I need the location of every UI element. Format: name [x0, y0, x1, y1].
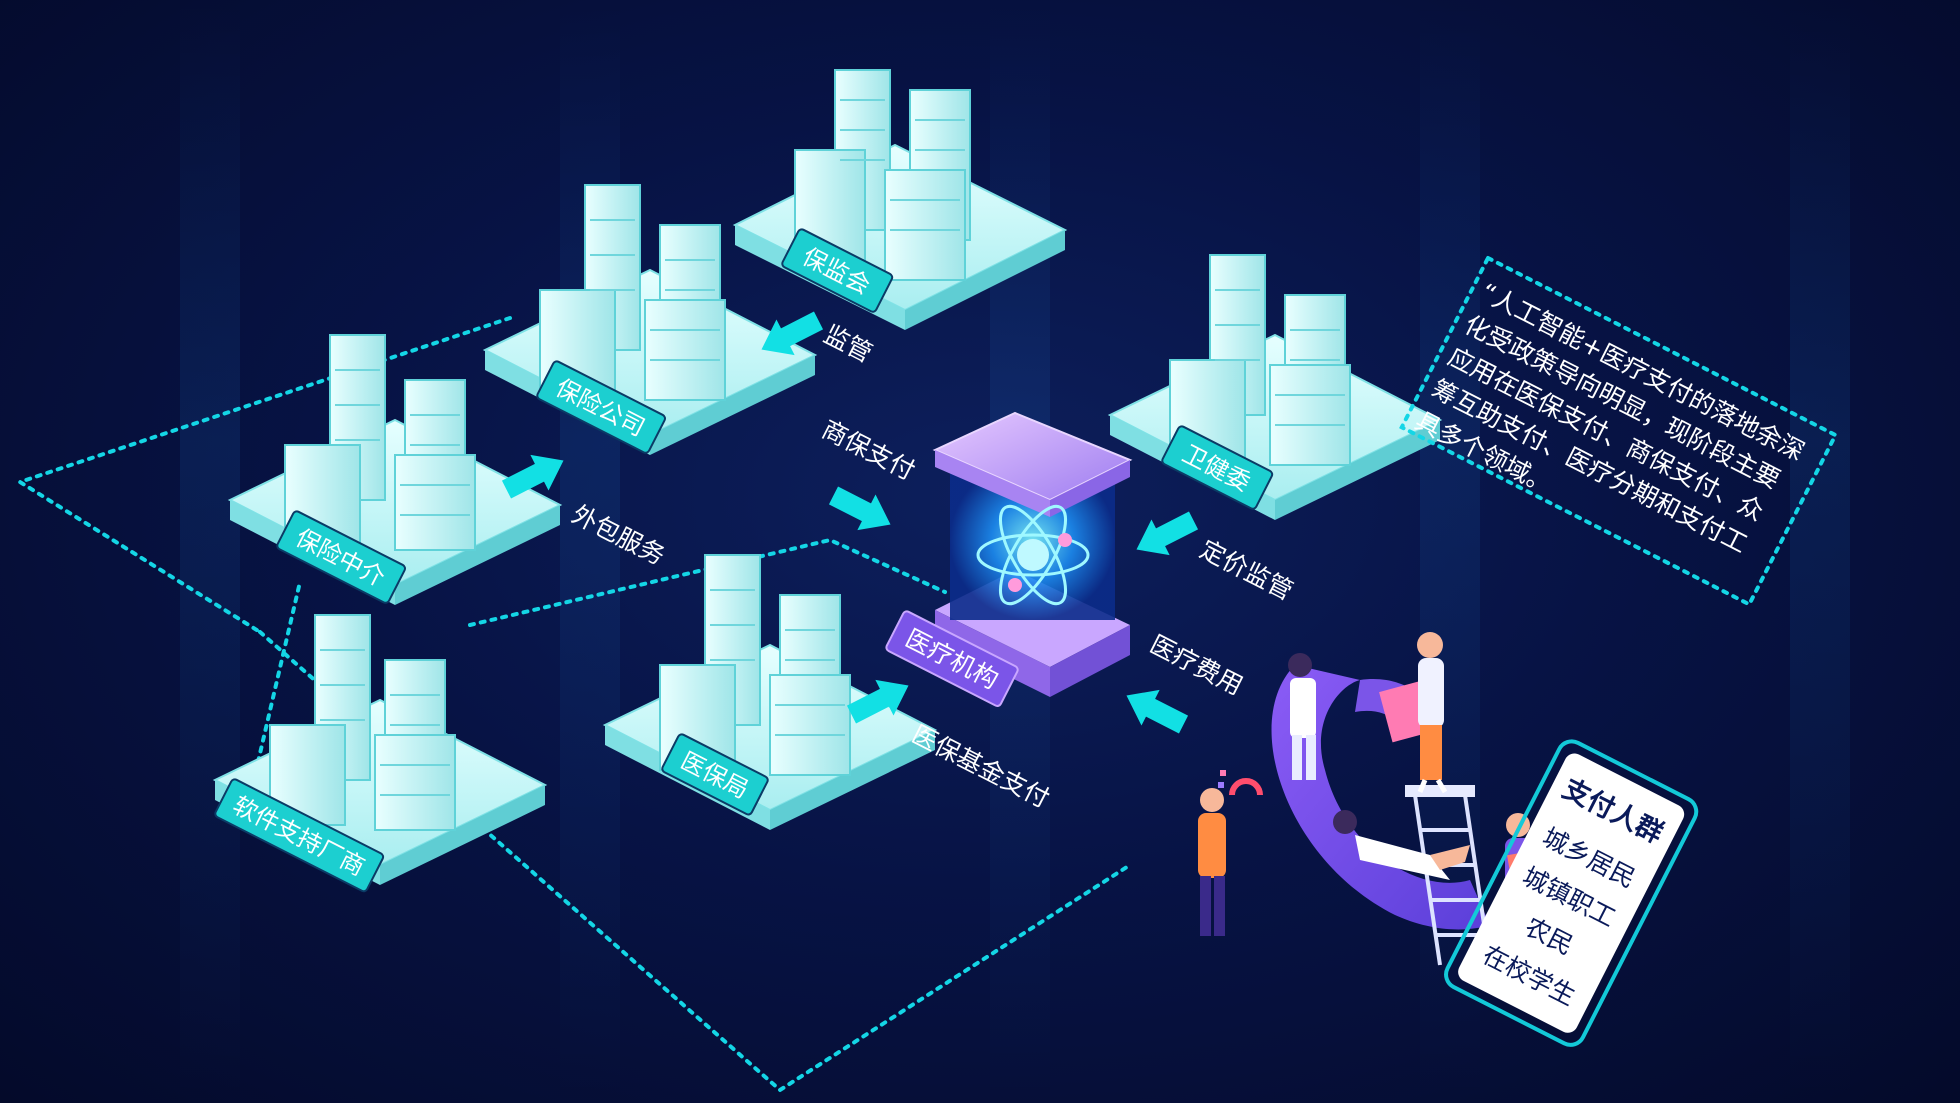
- flow-label-shangbao-zhifu: 商保支付: [817, 415, 919, 486]
- dotted-connectors: [20, 318, 1130, 1090]
- flow-label-yiliao-feiyong: 医疗费用: [1145, 630, 1247, 701]
- note-box: “人工智能+医疗支付的落地余深 化受政策导向明显，现阶段主要 应用在医保支付、商…: [1402, 258, 1836, 604]
- flow-arrow-feiyong: [1117, 678, 1192, 743]
- node-ruanjian: 软件支持厂商: [214, 615, 545, 893]
- flow-arrow-dingjia: [1127, 503, 1202, 568]
- node-weijianwei: 卫健委: [1110, 255, 1440, 520]
- node-baojianhui: 保监会: [735, 70, 1065, 330]
- flow-label-waibao-fuwu: 外包服务: [567, 500, 669, 571]
- flow-label-jianguan: 监管: [819, 320, 877, 369]
- flow-label-yibao-jijin: 医保基金支付: [907, 720, 1054, 814]
- flow-label-dingjia-jianguan: 定价监管: [1195, 535, 1297, 606]
- node-yiliao-jigou: 医疗机构: [885, 413, 1130, 707]
- flow-arrow-shangbao: [824, 478, 899, 543]
